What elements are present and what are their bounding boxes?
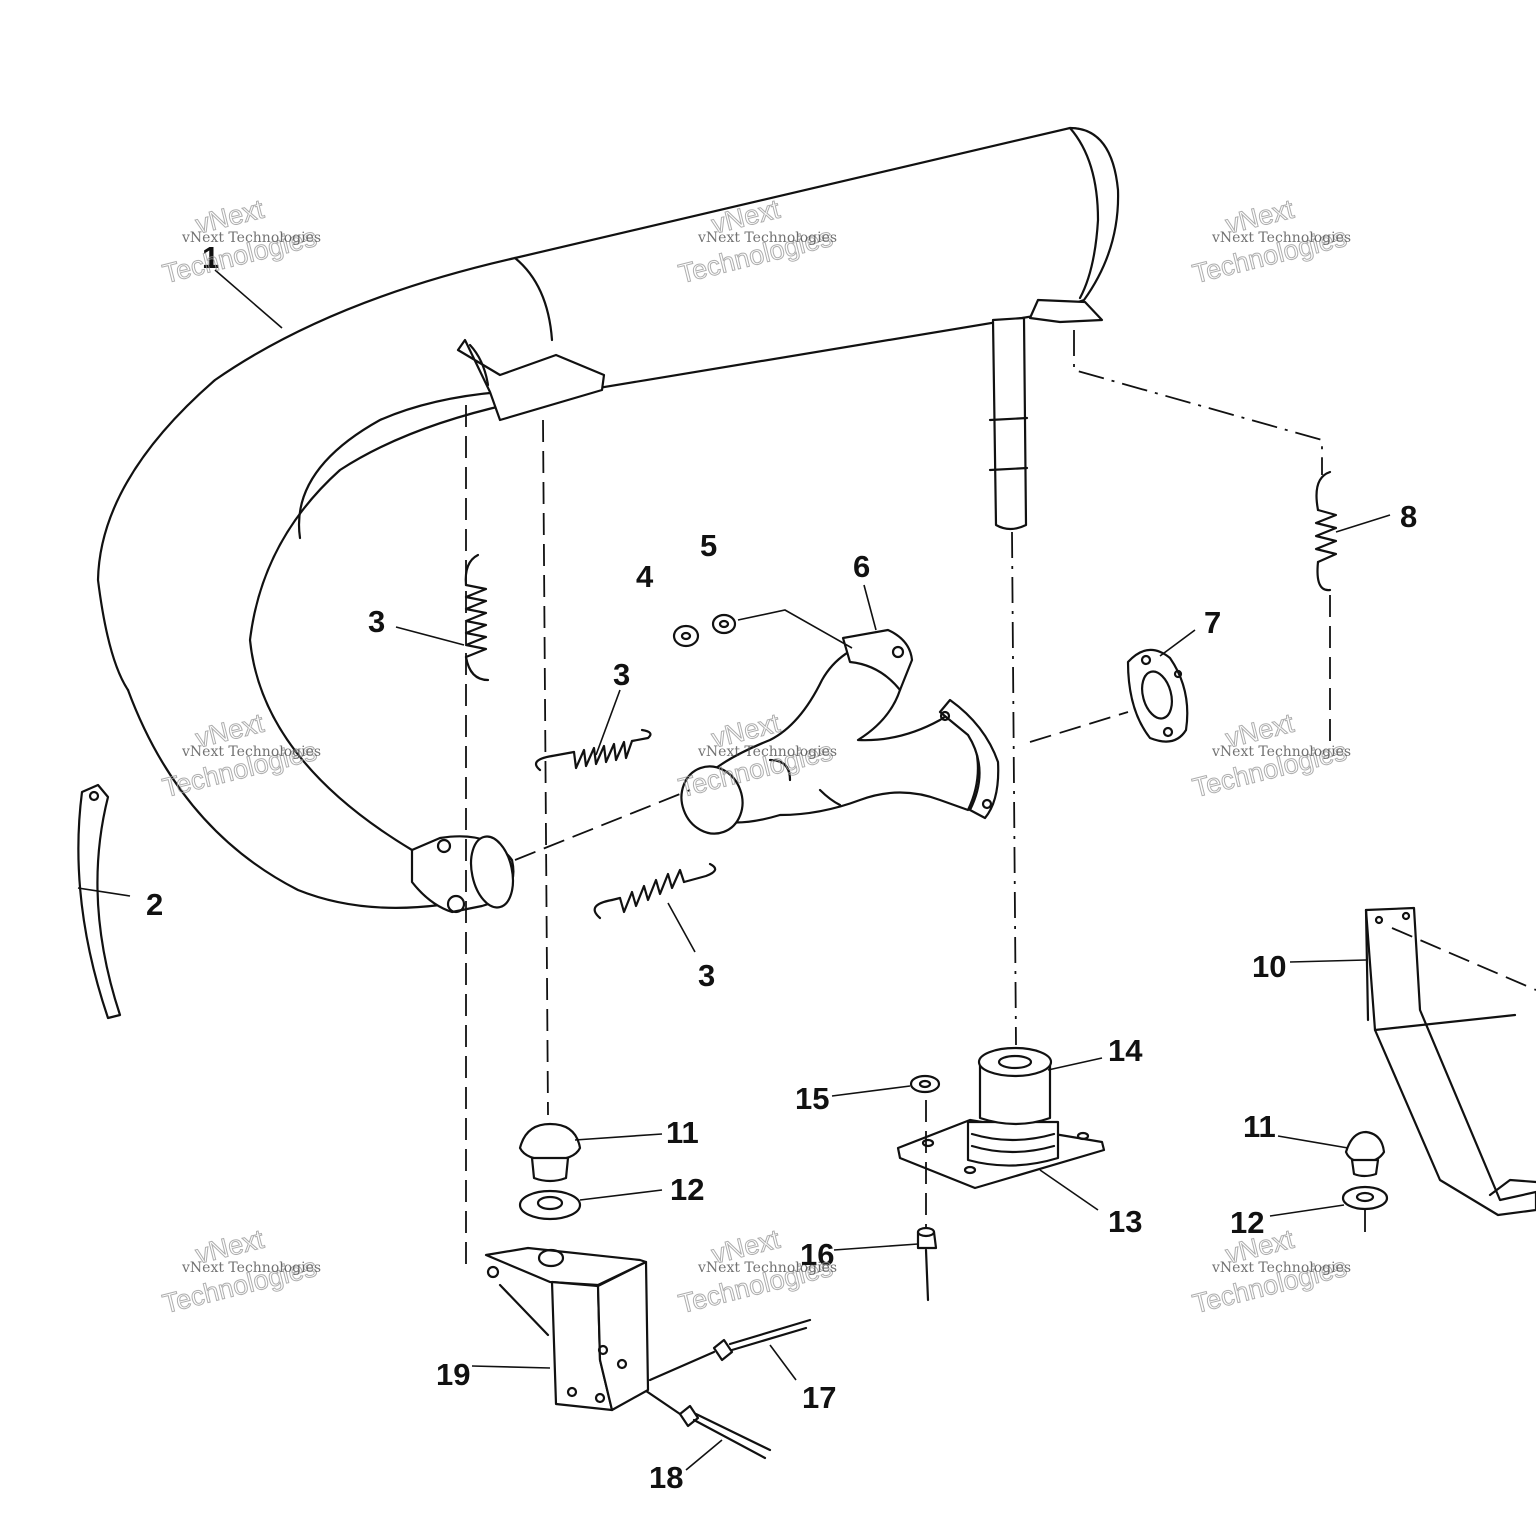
- callouts: 1 2 3 3 3 4 5 6 7 8 10 11 11 12 12 13 14…: [146, 240, 1417, 1495]
- watermark-line2: vNext Technologies: [181, 1260, 321, 1276]
- callout-6: 6: [853, 549, 870, 584]
- washer-12-right: [1341, 1185, 1389, 1211]
- callout-11-right: 11: [1243, 1109, 1276, 1144]
- watermark-top-center: vNext Technologies vNext Technologies: [675, 193, 837, 289]
- spring-3-lower: [593, 862, 717, 920]
- callout-10: 10: [1252, 949, 1286, 984]
- watermark-line2: vNext Technologies: [697, 1260, 837, 1276]
- callout-12-right: 12: [1230, 1205, 1264, 1240]
- callout-3-middle: 3: [613, 657, 630, 692]
- watermark-bottom-left: vNext Technologies vNext Technologies: [159, 1223, 321, 1319]
- callout-8: 8: [1400, 499, 1417, 534]
- callout-12-left: 12: [670, 1172, 704, 1207]
- callout-7: 7: [1204, 605, 1221, 640]
- spring-3-vertical: [464, 553, 490, 682]
- heat-strap: [77, 783, 122, 1020]
- watermark-mid-left: vNext Technologies vNext Technologies: [159, 707, 321, 803]
- watermark-top-right: vNext Technologies vNext Technologies: [1189, 193, 1351, 289]
- watermark-line2: vNext Technologies: [1211, 744, 1351, 760]
- washer-12-left: [518, 1189, 582, 1221]
- spring-8: [1314, 470, 1338, 592]
- screw-16: [916, 1226, 938, 1302]
- watermark-line2: vNext Technologies: [1211, 230, 1351, 246]
- callout-15: 15: [795, 1081, 829, 1116]
- callout-16: 16: [800, 1237, 834, 1272]
- callout-19: 19: [436, 1357, 470, 1392]
- grommet-11-right: [1344, 1130, 1386, 1178]
- callout-3-lower: 3: [698, 958, 715, 993]
- callout-3-upper: 3: [368, 604, 385, 639]
- callout-4: 4: [636, 559, 654, 594]
- watermark-bottom-center: vNext Technologies vNext Technologies: [675, 1223, 837, 1319]
- callout-1: 1: [202, 240, 219, 275]
- washer-15: [909, 1074, 941, 1094]
- muffler-exhaust-pipe: [96, 126, 1120, 914]
- callout-18: 18: [649, 1460, 683, 1495]
- watermark-line2: vNext Technologies: [697, 744, 837, 760]
- callout-2: 2: [146, 887, 163, 922]
- watermark-line2: vNext Technologies: [697, 230, 837, 246]
- bracket-10: [1364, 906, 1536, 1217]
- y-pipe-manifold-6: [680, 628, 1000, 835]
- watermark-top-left: vNext Technologies vNext Technologies: [159, 193, 321, 289]
- callout-13: 13: [1108, 1204, 1142, 1239]
- watermark-line2: vNext Technologies: [1211, 1260, 1351, 1276]
- watermark-line2: vNext Technologies: [181, 230, 321, 246]
- watermark-line2: vNext Technologies: [181, 744, 321, 760]
- watermark-bottom-right: vNext Technologies vNext Technologies: [1189, 1223, 1351, 1319]
- cable-18: [628, 1378, 772, 1460]
- callout-14: 14: [1108, 1033, 1143, 1068]
- nut-4: [672, 624, 700, 648]
- grommet-11-left: [518, 1122, 582, 1183]
- washer-5: [711, 613, 737, 635]
- assembly-lines: [465, 330, 1536, 1270]
- watermark-mid-right: vNext Technologies vNext Technologies: [1189, 707, 1351, 803]
- rubber-isolator-14: [966, 1046, 1060, 1167]
- leader-lines: [77, 269, 1391, 1471]
- gasket-7: [1126, 648, 1189, 743]
- cable-17: [648, 1318, 812, 1382]
- callout-5: 5: [700, 528, 717, 563]
- spring-3-middle: [534, 728, 652, 772]
- support-bracket-19: [484, 1246, 650, 1412]
- callout-11-left: 11: [666, 1115, 699, 1150]
- callout-17: 17: [802, 1380, 836, 1415]
